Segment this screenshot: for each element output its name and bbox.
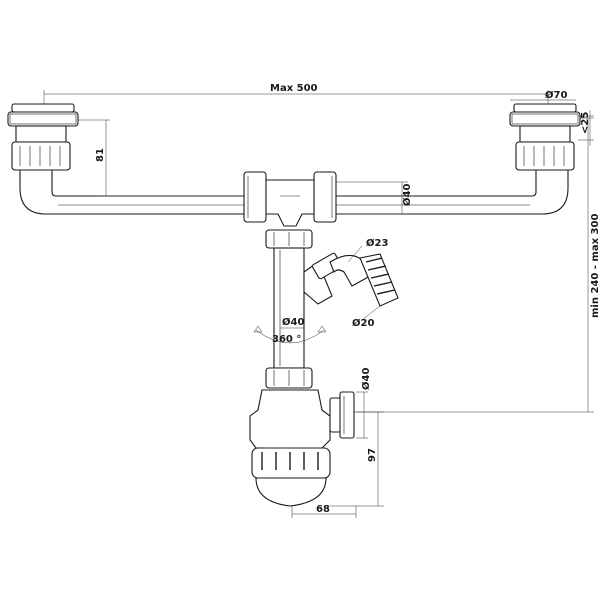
label-hose-inner: Ø20 (352, 317, 374, 329)
bottle-trap (249, 389, 355, 507)
label-rotation: 360 ° (272, 334, 301, 345)
label-trap-height: 97 (367, 448, 378, 462)
hose-connector (303, 252, 399, 307)
label-max-width: Max 500 (270, 83, 318, 94)
label-height-range: min 240 - max 300 (590, 214, 600, 318)
label-drop: 81 (95, 148, 106, 162)
tee-junction (243, 171, 337, 227)
label-hose-outer: Ø23 (366, 237, 388, 249)
label-trap-width: 68 (316, 504, 330, 515)
label-outlet-diameter-trap: Ø40 (360, 368, 372, 390)
hose-barb (359, 253, 399, 307)
left-sink-outlet (7, 103, 79, 171)
label-pipe-diameter-upper: Ø40 (401, 184, 413, 206)
dimension-lines (43, 90, 594, 518)
label-offset-top: <25 (580, 112, 591, 134)
label-outlet-diameter: Ø70 (545, 89, 567, 101)
vertical-pipe (265, 229, 313, 389)
right-sink-outlet (509, 103, 581, 171)
label-pipe-diameter-lower: Ø40 (282, 316, 304, 328)
